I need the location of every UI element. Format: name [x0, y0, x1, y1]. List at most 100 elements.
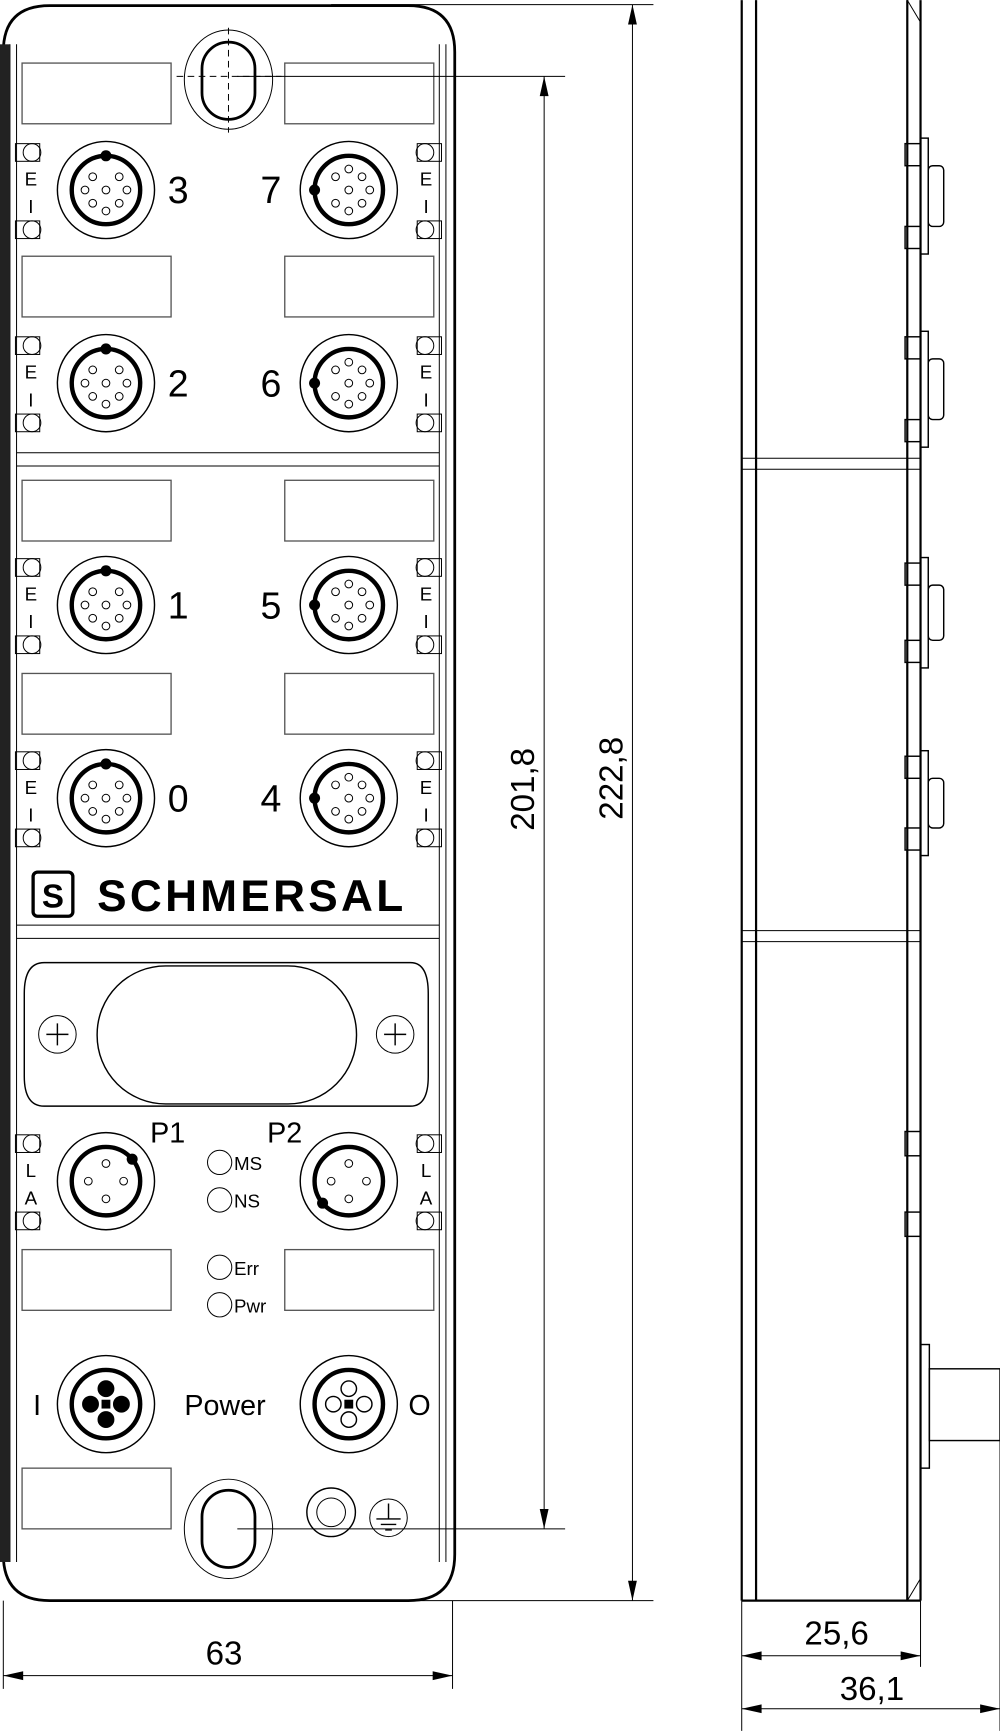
led-letter: A [25, 1187, 38, 1208]
led-letter: I [28, 611, 33, 632]
led-icon [22, 1211, 42, 1231]
led-letter: E [25, 362, 38, 383]
label-field [284, 672, 435, 735]
led-icon [415, 1134, 435, 1153]
led-letter: A [420, 1187, 433, 1208]
led-housing [14, 1134, 41, 1153]
led-letter: I [423, 804, 428, 825]
port-number: 7 [260, 169, 281, 211]
label-field [21, 62, 172, 125]
led-letter: E [420, 584, 433, 605]
label-field [284, 255, 435, 318]
led-icon [415, 220, 435, 240]
m12-connector[interactable] [56, 748, 156, 848]
led-icon [22, 828, 42, 848]
m12-connector[interactable] [56, 555, 156, 655]
screw-icon [375, 1015, 415, 1054]
dimension-lines-front: 201,8 222,8 63 [2, 4, 654, 1689]
side-io-connector [904, 556, 945, 669]
led-housing [416, 1134, 442, 1153]
led-housing [14, 558, 41, 577]
led-icon [415, 558, 435, 577]
port-label-p2: P2 [267, 1118, 302, 1150]
power-label: Power [184, 1390, 266, 1422]
led-housing [14, 1211, 41, 1231]
led-icon [415, 828, 435, 848]
led-icon [22, 336, 42, 355]
led-icon [415, 1211, 435, 1231]
led-letter: I [28, 196, 33, 217]
label-field [284, 479, 435, 542]
led-housing [14, 828, 41, 848]
led-housing [416, 143, 442, 162]
dim-inner-height: 201,8 [505, 748, 542, 831]
port-number: 2 [168, 362, 189, 404]
led-icon [415, 336, 435, 355]
power-connector[interactable] [299, 1354, 399, 1454]
led-housing [416, 336, 442, 355]
display-panel [23, 961, 429, 1107]
schmersal-logo: S SCHMERSAL [31, 870, 406, 921]
m12-connector[interactable] [299, 555, 399, 655]
led-icon [22, 635, 42, 655]
port-number: 3 [168, 169, 189, 211]
led-housing [416, 413, 442, 433]
led-housing [416, 751, 442, 770]
status-led-icon [207, 1292, 233, 1318]
status-led-label: Pwr [234, 1296, 266, 1317]
led-housing [14, 751, 41, 770]
m12-connector[interactable] [56, 1131, 156, 1231]
dimension-lines-side: 25,6 36,1 [741, 1440, 1000, 1731]
led-icon [22, 558, 42, 577]
side-power-connector [919, 1343, 1000, 1469]
dim-depth-total: 36,1 [840, 1671, 904, 1708]
led-letter: I [28, 804, 33, 825]
status-led-label: Err [234, 1258, 259, 1279]
label-field [21, 1467, 172, 1530]
power-connectors [56, 1354, 399, 1454]
label-field [21, 1248, 172, 1311]
status-led-icon [207, 1254, 233, 1280]
led-housing [14, 635, 41, 655]
led-housing [14, 220, 41, 240]
label-field [21, 255, 172, 318]
m12-connector[interactable] [299, 1131, 399, 1231]
power-connector[interactable] [56, 1354, 156, 1454]
led-letter: L [26, 1160, 36, 1181]
label-field [284, 62, 435, 125]
led-icon [415, 413, 435, 433]
led-letter: E [420, 777, 433, 798]
brand-name: SCHMERSAL [97, 872, 406, 921]
m12-connector[interactable] [299, 748, 399, 848]
led-icon [415, 751, 435, 770]
power-out-label: O [408, 1390, 430, 1422]
m12-connector[interactable] [299, 140, 399, 240]
led-letter: E [25, 777, 38, 798]
dim-depth-body: 25,6 [804, 1616, 868, 1653]
led-letter: L [421, 1160, 431, 1181]
status-led-label: MS [234, 1153, 262, 1174]
port-label-p1: P1 [150, 1118, 185, 1150]
led-housing [416, 828, 442, 848]
side-connectors [904, 137, 945, 857]
led-housing [416, 558, 442, 577]
led-housing [14, 413, 41, 433]
m12-connector[interactable] [56, 333, 156, 433]
status-led-icon [207, 1187, 233, 1213]
led-letter: I [423, 389, 428, 410]
m12-connector[interactable] [56, 140, 156, 240]
led-housing [14, 143, 41, 162]
m12-connector[interactable] [299, 333, 399, 433]
port-number: 4 [260, 777, 281, 819]
label-fields [21, 62, 435, 1530]
port-number: 5 [260, 584, 281, 626]
svg-text:S: S [42, 878, 64, 915]
